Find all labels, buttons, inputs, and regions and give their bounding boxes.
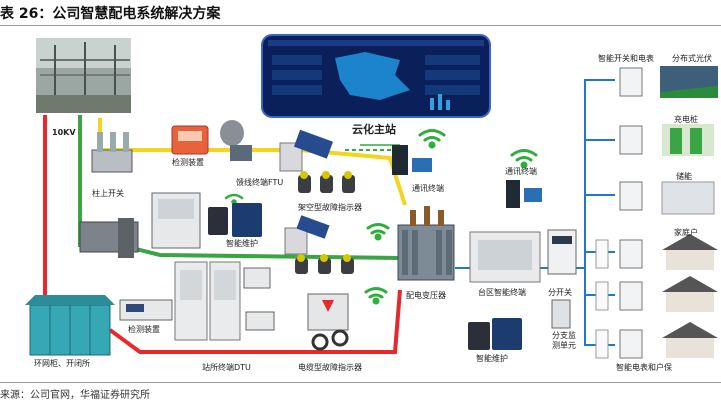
wifi-icon — [364, 287, 388, 305]
charging-pile-label: 充电桩 — [674, 115, 698, 124]
cable-fault-label: 电缆型故障指示器 — [298, 363, 362, 372]
transformer-device — [397, 206, 455, 281]
voltage-label: 10KV — [52, 128, 76, 137]
branch-switch-device — [547, 229, 577, 275]
meter-column — [595, 67, 643, 359]
pole-switch-label: 柱上开关 — [92, 189, 124, 198]
middle-switch-device — [79, 218, 139, 258]
overhead-fault-indicator-middle — [295, 254, 354, 274]
overhead-fault-indicator — [298, 171, 355, 193]
smart-maint-left-label: 智能维护 — [226, 239, 258, 248]
solar-ftu-device — [284, 215, 330, 255]
substation-image — [36, 38, 131, 113]
district-terminal-device — [469, 231, 541, 283]
source-note: 来源：公司官网，华福证券研究所 — [0, 390, 150, 401]
cloud-master-screen — [261, 34, 491, 118]
household-image-2 — [662, 276, 718, 312]
page-title: 表 26：公司智慧配电系统解决方案 — [0, 6, 221, 22]
detection-top-label: 检测装置 — [172, 158, 204, 167]
cable-fault-indicator-device — [307, 293, 349, 351]
household-image-1 — [662, 234, 718, 270]
comm-terminal-left-label: 通讯终端 — [412, 184, 444, 193]
comm-terminal-right — [506, 180, 542, 208]
branch-switch-label: 分开关 — [548, 288, 572, 297]
cloud-master-label: 云化主站 — [352, 123, 396, 136]
ftu-cabinet-device — [151, 192, 201, 249]
smart-maint-right-label: 智能维护 — [476, 354, 508, 363]
transformer-label: 配电变压器 — [406, 291, 446, 300]
comm-terminal-left — [392, 145, 432, 175]
branch-monitor-label: 分支监测单元 — [552, 331, 576, 350]
detection-device-top — [171, 120, 252, 161]
smart-switch-meter-label: 智能开关和电表 — [598, 54, 654, 63]
smart-meter-protect-label: 智能电表和户保 — [616, 363, 672, 372]
red-bottom-line — [108, 289, 402, 354]
comm-terminal-right-label: 通讯终端 — [505, 167, 537, 176]
storage-label: 储能 — [676, 172, 692, 181]
source-divider — [0, 382, 721, 383]
wifi-icon — [224, 193, 244, 205]
distributed-pv-label: 分布式光伏 — [672, 54, 712, 63]
overhead-fault-label: 架空型故障指示器 — [298, 203, 362, 212]
energy-storage-image — [661, 181, 715, 215]
title-divider — [0, 25, 721, 26]
wifi-icon — [510, 149, 538, 169]
household-label: 家庭户 — [674, 228, 698, 237]
charging-pile-image — [662, 124, 714, 156]
branch-monitor-device — [551, 299, 571, 329]
ring-unit-cabinet — [25, 295, 115, 356]
tablet-device-right — [468, 318, 522, 350]
tablet-device-left — [208, 203, 262, 237]
station-dtu-cabinets — [174, 261, 275, 341]
district-terminal-label: 台区智能终端 — [478, 288, 526, 297]
feeder-ftu-label: 馈线终端FTU — [236, 178, 284, 187]
station-dtu-label: 站所终端DTU — [202, 363, 251, 372]
detection-device-bottom — [119, 299, 173, 321]
household-image-3 — [662, 322, 718, 358]
feeder-ftu-device — [279, 129, 333, 172]
ring-unit-label: 环网柜、开闭所 — [34, 359, 90, 368]
detection-bottom-label: 检测装置 — [128, 325, 160, 334]
distributed-pv-image — [660, 66, 718, 98]
wifi-icon — [366, 223, 390, 241]
wifi-icon — [418, 129, 446, 149]
pole-switch-device — [91, 132, 133, 173]
